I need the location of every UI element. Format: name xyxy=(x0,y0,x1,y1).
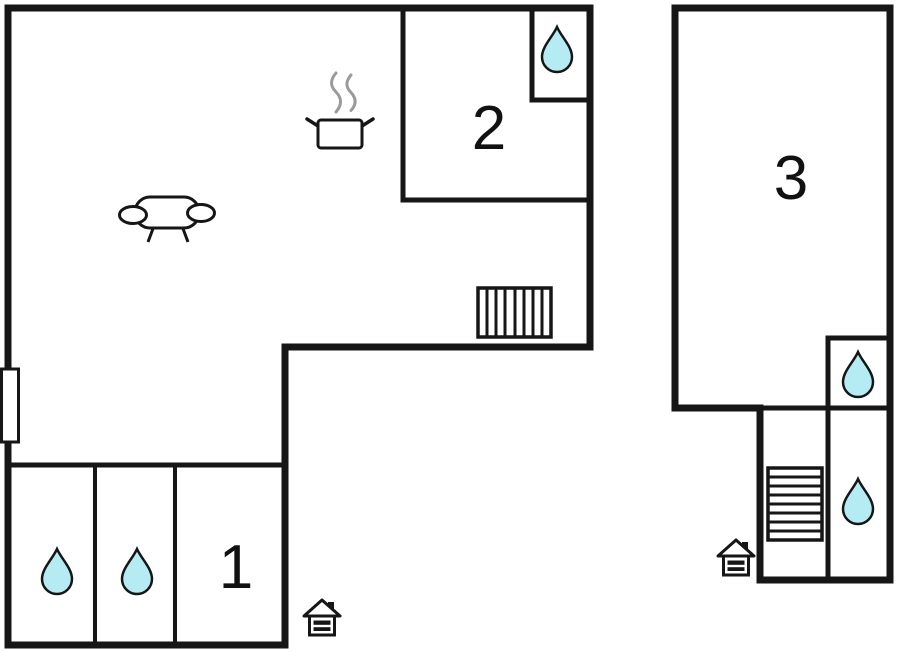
stairs-icon xyxy=(766,466,824,542)
room-1-divider-walls xyxy=(93,465,177,645)
room-2-wall xyxy=(400,8,590,203)
main-building-outer-wall xyxy=(4,4,594,649)
cooking-pot-icon xyxy=(305,71,375,150)
room-2-label: 2 xyxy=(472,94,506,163)
sofa-icon xyxy=(118,195,216,243)
annex-bathroom-wall xyxy=(825,335,890,580)
window-icon xyxy=(0,367,20,444)
closet-wall xyxy=(529,8,590,103)
annex-building: 3 xyxy=(671,4,894,584)
annex-outer-wall xyxy=(671,4,894,584)
room-3-label: 3 xyxy=(774,144,808,213)
stairs-icon xyxy=(476,286,553,339)
room-1-label: 1 xyxy=(219,533,253,602)
main-building: 2 1 xyxy=(0,4,594,649)
